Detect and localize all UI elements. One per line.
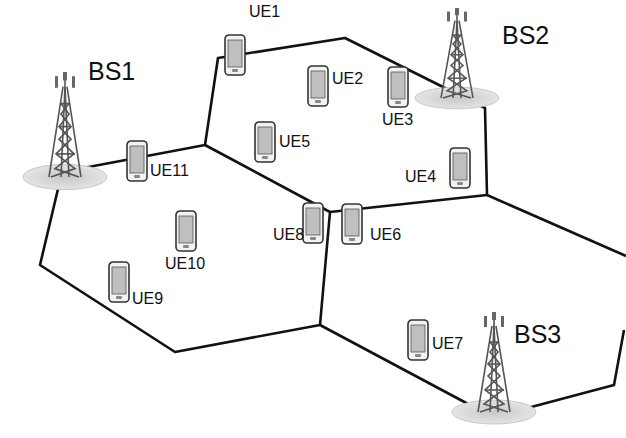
user-equipment bbox=[109, 35, 470, 360]
device-label: UE9 bbox=[132, 290, 163, 308]
device-label: UE2 bbox=[332, 70, 363, 88]
station-label: BS3 bbox=[514, 321, 561, 349]
device-label: UE6 bbox=[370, 226, 401, 244]
device-label: UE4 bbox=[405, 168, 436, 186]
device-label: UE5 bbox=[279, 133, 310, 151]
device-label: UE10 bbox=[165, 255, 205, 273]
cell-boundary bbox=[40, 38, 626, 410]
device-label: UE11 bbox=[150, 162, 189, 180]
station-label: BS2 bbox=[502, 22, 549, 50]
device-label: UE1 bbox=[249, 3, 280, 21]
device-label: UE3 bbox=[382, 111, 413, 129]
device-label: UE7 bbox=[432, 335, 463, 353]
station-label: BS1 bbox=[88, 58, 135, 86]
base-station bbox=[23, 8, 536, 424]
device-label: UE8 bbox=[273, 226, 304, 244]
